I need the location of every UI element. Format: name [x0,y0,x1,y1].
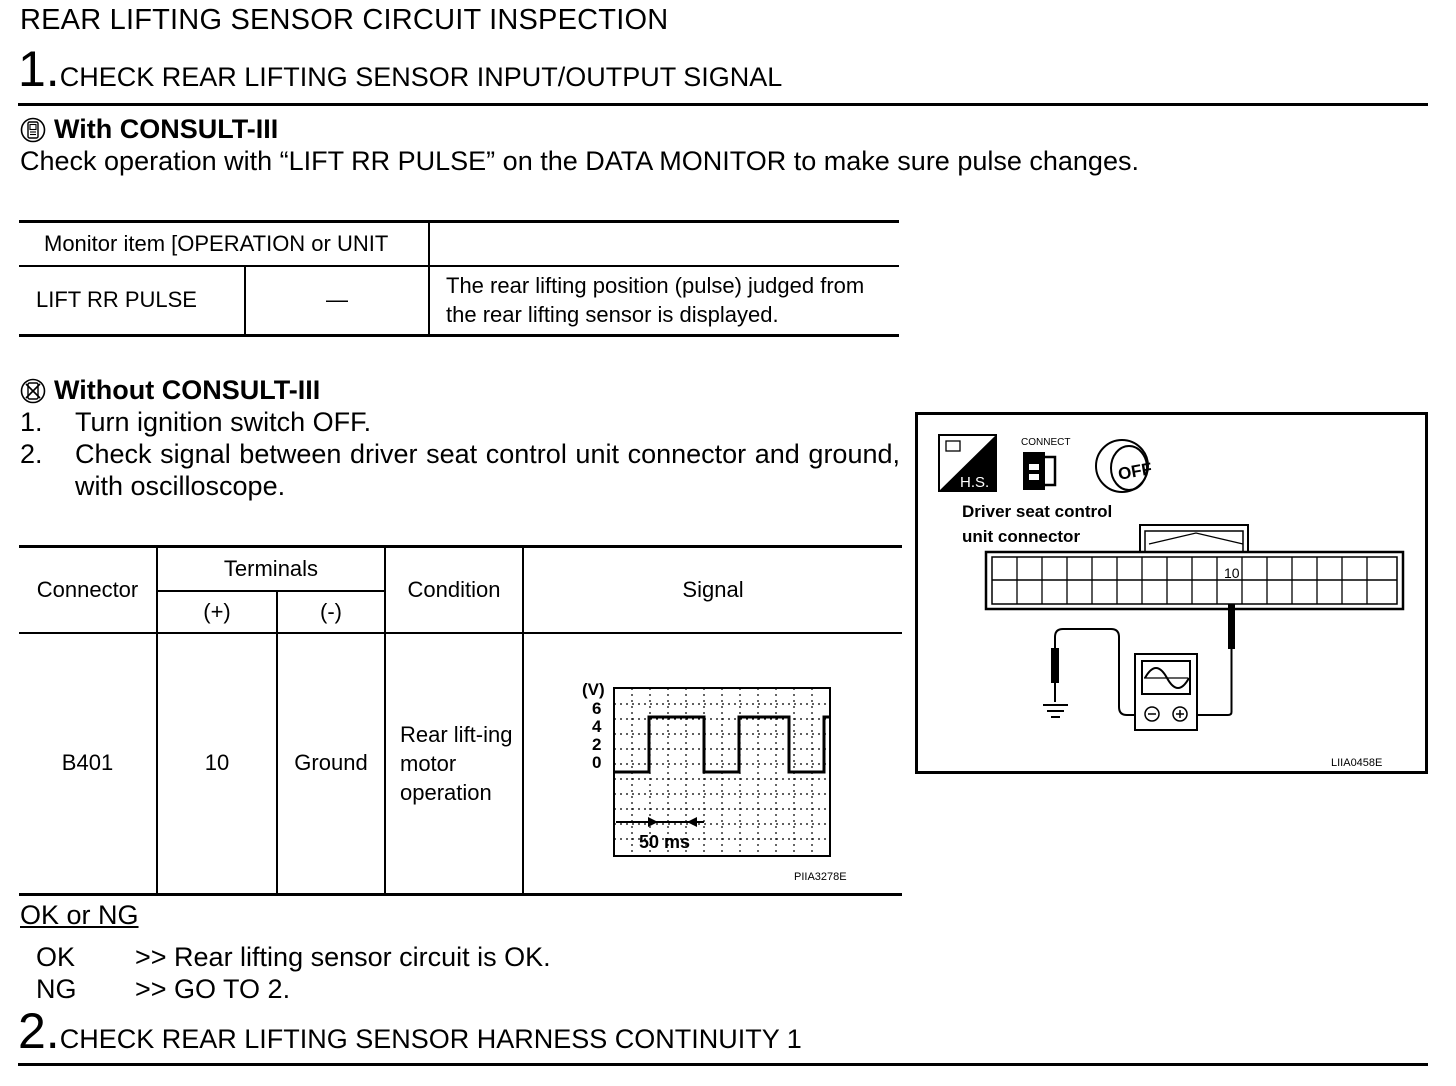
monitor-item-cell: LIFT RR PULSE [19,265,246,336]
y-tick-label: 4 [592,717,602,736]
plus-terminal-cell: 10 [157,632,278,895]
positive-probe [1185,604,1235,716]
oscilloscope-icon [1134,653,1198,731]
step-2-heading: 2.CHECK REAR LIFTING SENSOR HARNESS CONT… [18,1006,802,1056]
time-scale-arrow-left [687,816,697,827]
signal-header: Signal [682,576,744,602]
plus-terminal-header: (+) [157,590,278,633]
ground-icon [1043,704,1068,718]
connector-label-line-2: unit connector [962,527,1080,546]
waveform-figure-id: PIIA3278E [794,871,847,883]
condition-header: Condition [385,546,524,633]
no-tester-icon [20,378,46,403]
without-consult-label: Without CONSULT-III [54,375,321,405]
step-2-title: CHECK REAR LIFTING SENSOR HARNESS CONTIN… [59,1024,802,1054]
with-consult-label: With CONSULT-III [54,114,279,144]
signal-table-row: B401 10 Ground Rear lift-ing motor opera… [19,632,902,895]
ok-ng-heading: OK or NG [20,900,139,930]
diagram-figure-id: LIIA0458E [1331,757,1382,769]
step-1-title: CHECK REAR LIFTING SENSOR INPUT/OUTPUT S… [59,62,783,92]
terminals-header: Terminals [157,546,386,592]
procedure-step: 2. Check signal between driver seat cont… [20,438,900,502]
time-scale-label: 50 ms [639,832,690,852]
procedure-steps: 1. Turn ignition switch OFF. 2. Check si… [20,406,900,502]
connect-label: CONNECT [1021,437,1070,448]
divider [18,1063,1428,1066]
pulse-waveform: (V) 6 4 2 0 50 ms PIIA3278E [582,680,847,883]
minus-terminal-header: (-) [277,590,386,633]
procedure-step: 1. Turn ignition switch OFF. [20,406,900,438]
step-1-heading: 1.CHECK REAR LIFTING SENSOR INPUT/OUTPUT… [18,44,782,94]
connector-label-line-1: Driver seat control [962,502,1112,521]
procedure-step-text: Check signal between driver seat control… [75,439,900,501]
with-consult-heading: With CONSULT-III [20,114,278,145]
monitor-table: Monitor item [OPERATION or UNIT LIFT RR … [19,220,899,337]
monitor-table-row: LIFT RR PULSE — The rear lifting positio… [19,265,899,336]
ng-code: NG [36,974,77,1004]
ok-code: OK [36,942,76,972]
y-tick-label: 6 [592,699,601,718]
divider [18,103,1428,106]
monitor-condition-cell: — [245,265,430,336]
condition-cell: Rear lift-ing motor operation [385,632,524,895]
terminal-10-label: 10 [1224,565,1240,581]
signal-cell: (V) 6 4 2 0 50 ms PIIA3278E [523,633,902,895]
ng-result-text: >> GO TO 2. [135,974,291,1004]
time-scale-arrow-right [648,816,658,827]
pulse-trace [614,715,830,773]
hs-label: H.S. [960,474,989,491]
monitor-table-header: Monitor item [OPERATION or UNIT [19,221,430,266]
y-tick-label: 0 [592,753,601,772]
consult-tester-icon [20,117,46,142]
signal-table-header-row-1: Connector Terminals Condition Signal [19,546,902,633]
connector-cell: B401 [19,632,158,895]
signal-table-header-row-2: (+) (-) [19,590,902,633]
ok-result-text: >> Rear lifting sensor circuit is OK. [135,942,551,972]
connector-body [984,524,1405,611]
disconnect-connector-icon: CONNECT [1021,437,1070,490]
connector-diagram: H.S. CONNECT OFF Driver seat control uni… [915,412,1428,774]
procedure-step-number: 2. [20,439,43,469]
hs-harness-icon: H.S. [938,434,997,492]
voltage-unit-label: (V) [582,680,605,699]
page-title: REAR LIFTING SENSOR CIRCUIT INSPECTION [20,4,669,36]
negative-probe [1051,628,1135,716]
connector-header: Connector [19,546,158,633]
monitor-table-header-blank [429,222,899,266]
step-1-number: 1. [18,41,60,97]
monitor-description-cell: The rear lifting position (pulse) judged… [446,273,865,328]
procedure-step-number: 1. [20,407,43,437]
signal-table: Connector Terminals Condition Signal (+)… [19,545,902,896]
procedure-step-text: Turn ignition switch OFF. [75,407,372,437]
with-consult-instruction: Check operation with “LIFT RR PULSE” on … [20,146,1139,176]
without-consult-heading: Without CONSULT-III [20,375,320,406]
step-2-number: 2. [18,1003,60,1059]
monitor-table-header-row: Monitor item [OPERATION or UNIT [19,221,899,266]
y-tick-label: 2 [592,735,601,754]
minus-terminal-cell: Ground [277,632,386,895]
